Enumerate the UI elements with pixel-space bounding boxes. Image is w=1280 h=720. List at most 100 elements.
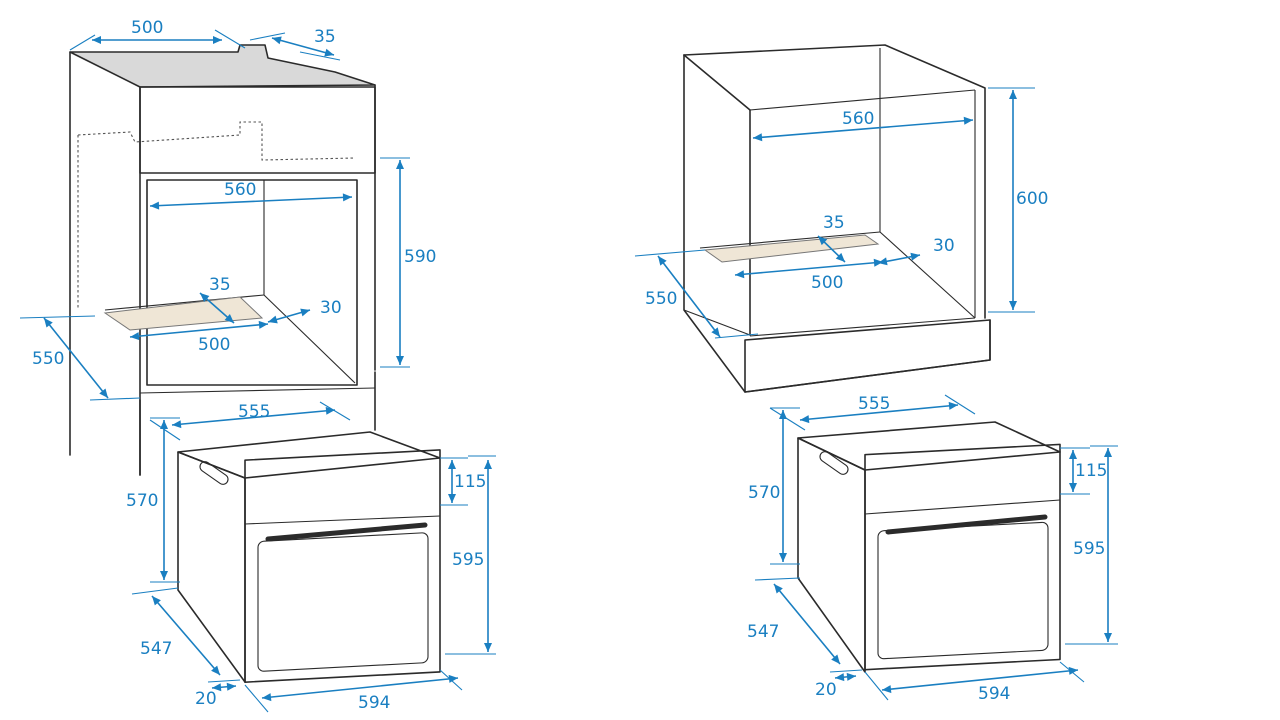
dimension-arrowhead <box>1104 448 1112 457</box>
right-niche-height-label: 600 <box>1016 189 1048 209</box>
right-oven-height-label: 595 <box>1073 539 1105 559</box>
dimension-arrowhead <box>448 674 458 683</box>
dimension-arrowhead <box>224 314 234 323</box>
dimension-arrowhead <box>1068 666 1078 675</box>
dimension-arrowhead <box>948 401 958 410</box>
dimension-arrowhead <box>835 252 845 262</box>
dimension-arrowhead <box>130 332 140 341</box>
right-niche-depth-label: 550 <box>645 289 677 309</box>
left-floor-cutout-back-label: 30 <box>320 298 342 318</box>
extension-line <box>69 34 96 51</box>
dimension-arrowhead <box>818 236 828 246</box>
right-niche-width-dim <box>752 119 974 139</box>
dimension-arrowhead <box>99 388 108 398</box>
left-oven-top-width-label: 555 <box>238 402 270 422</box>
left-niche-width-label: 560 <box>224 180 256 200</box>
dimension-arrowhead <box>160 571 168 580</box>
dimension-arrowhead <box>1009 301 1017 310</box>
right-oven-vent-handle <box>819 451 849 475</box>
dimension-arrowhead <box>910 252 920 261</box>
dimension-arrowhead <box>300 308 310 317</box>
extension-line <box>149 419 181 441</box>
extension-line <box>439 669 463 691</box>
dimension-arrowhead <box>779 553 787 562</box>
dimension-arrowhead <box>1069 483 1077 492</box>
right-oven-depth-top-label: 570 <box>748 483 780 503</box>
left-oven-side-depth-dim <box>151 595 221 676</box>
extension-line <box>1059 661 1085 683</box>
right-dimension-labels: 560 600 35 30 500 550 555 570 115 595 54… <box>645 109 1107 704</box>
dimension-arrowhead <box>835 673 845 682</box>
extension-line <box>754 577 801 581</box>
left-oven-width-label: 594 <box>358 693 390 713</box>
extension-line <box>89 397 141 401</box>
extension-line <box>249 32 286 41</box>
left-floor-cutout-width-label: 500 <box>198 335 230 355</box>
dimension-arrowhead <box>213 36 222 44</box>
dimension-arrowhead <box>1104 633 1112 642</box>
extension-line <box>634 249 706 257</box>
right-oven-top-width-label: 555 <box>858 394 890 414</box>
dimension-lines <box>19 29 1118 713</box>
left-dimension-labels: 500 35 560 590 35 30 500 550 555 570 115… <box>32 18 486 713</box>
dimension-arrowhead <box>325 406 335 415</box>
extension-line <box>244 684 269 713</box>
extension-line <box>864 671 889 701</box>
left-oven <box>177 431 441 683</box>
extension-line <box>714 333 759 339</box>
left-oven-front-thickness-label: 20 <box>195 689 217 709</box>
right-floor-cutout-back-label: 30 <box>933 236 955 256</box>
dimension-arrowhead <box>150 201 160 210</box>
dimension-arrowhead <box>211 665 220 675</box>
dimension-arrowhead <box>160 420 168 429</box>
right-niche-depth-dim <box>657 255 721 338</box>
left-oven-width-dim <box>261 677 459 699</box>
dimension-arrowhead <box>963 116 973 125</box>
left-oven-vent-handle <box>199 461 229 485</box>
dimension-arrowhead <box>882 685 892 694</box>
extension-line <box>131 587 179 595</box>
extension-line <box>829 669 863 673</box>
dimension-arrowhead <box>226 682 236 691</box>
right-oven-side-depth-dim <box>773 583 841 665</box>
right-floor-cutout-width-label: 500 <box>811 273 843 293</box>
left-top-cutout-width-label: 500 <box>131 18 163 38</box>
right-oven-front-thickness-label: 20 <box>815 680 837 700</box>
dimension-arrowhead <box>258 320 268 329</box>
dimension-arrowhead <box>800 415 810 424</box>
right-oven-panel-height-label: 115 <box>1075 461 1107 481</box>
left-oven-depth-top-label: 570 <box>126 491 158 511</box>
dimension-arrowhead <box>1009 90 1017 99</box>
dimension-arrowhead <box>448 460 456 469</box>
left-top-cutout-depth-label: 35 <box>314 27 336 47</box>
right-floor-cutout <box>703 234 880 263</box>
extension-line <box>944 394 976 415</box>
right-oven-side-depth-label: 547 <box>747 622 779 642</box>
right-oven <box>797 421 1061 673</box>
left-oven-side-depth-label: 547 <box>140 639 172 659</box>
dimension-arrowhead <box>735 270 745 279</box>
dimension-arrowhead <box>753 133 763 142</box>
dimension-arrowhead <box>846 672 856 681</box>
right-oven-width-dim <box>881 669 1079 691</box>
extension-line <box>319 401 351 421</box>
dimension-arrowhead <box>272 36 282 45</box>
dimension-arrowhead <box>658 256 667 266</box>
right-niche-width-label: 560 <box>842 109 874 129</box>
dimension-arrowhead <box>448 494 456 503</box>
left-niche-width-dim <box>149 196 353 207</box>
left-niche-height-label: 590 <box>404 247 436 267</box>
left-floor-width-dim <box>129 323 269 338</box>
dimension-arrowhead <box>44 318 53 328</box>
dimension-arrowhead <box>212 683 222 692</box>
dimension-arrowhead <box>262 693 272 702</box>
right-oven-top-width-dim <box>799 404 959 421</box>
left-niche-depth-label: 550 <box>32 349 64 369</box>
dimension-arrowhead <box>342 193 352 202</box>
left-oven-height-label: 595 <box>452 550 484 570</box>
dimension-arrowhead <box>172 420 182 429</box>
extension-line <box>19 315 96 319</box>
left-niche-depth-dim <box>43 317 109 399</box>
dimension-arrowhead <box>268 315 278 324</box>
